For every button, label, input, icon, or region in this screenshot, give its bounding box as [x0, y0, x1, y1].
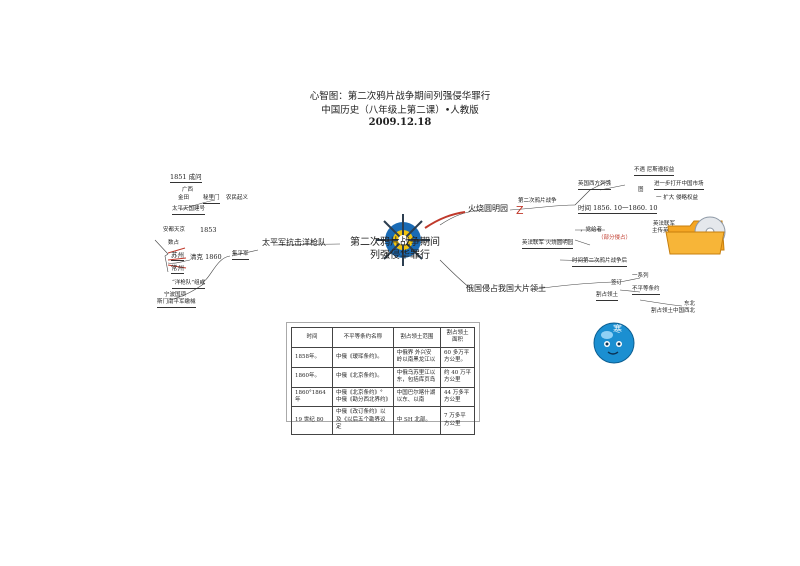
- node-occupy: 数占: [168, 240, 180, 246]
- table-cell: 中 SH 北部。: [392, 406, 441, 435]
- node-guangxi: 广西: [182, 187, 194, 193]
- table-cell: 7 万多平方公里: [439, 406, 476, 435]
- node-1853: 1853: [200, 226, 217, 234]
- branch-yuanmingyuan: 火烧圆明园: [468, 204, 508, 213]
- node-partial: （部分侵占）: [598, 235, 632, 241]
- node-northwest: 割占领土中国西北: [651, 308, 696, 314]
- node-burn-yuanmingyuan: 英法联军 火烧圆明园: [522, 240, 574, 249]
- node-uprising: 农民起义: [226, 195, 249, 201]
- table-cell: 1860年。: [291, 366, 333, 388]
- table-cell: 中俄乌苏里江以东，包括库页岛: [392, 366, 441, 388]
- node-suzhou: 苏州: [171, 251, 184, 261]
- node-mili: 秘里门: [203, 195, 220, 204]
- table-cell: 中俄界 外兴安岭以南黑龙江以: [392, 346, 441, 368]
- table-cell: 44 万多平方公里: [439, 386, 476, 408]
- compass-globe-icon: [376, 214, 430, 266]
- node-yangqiangdui: “洋枪队”组成: [172, 280, 206, 289]
- table-row: 19 世纪 80 中俄《改订条约》以及《以后五个勘界议定 中 SH 北部。 7 …: [291, 406, 476, 435]
- table-row: 1860年。 中俄《北京条约》。 中俄乌苏里江以东，包括库页岛 约 40 万平方…: [291, 366, 476, 388]
- table-header: 不平等条约名称: [331, 327, 394, 348]
- node-looters: ，党给者: [580, 227, 603, 233]
- folder-cd-icon: [665, 216, 726, 255]
- node-taiping-founded: 太平天国建号: [172, 206, 206, 215]
- header-subtitle: 中国历史（八年级上第二课）•人教版: [321, 105, 479, 116]
- node-disarm: 斯门南平军缴械: [157, 299, 196, 308]
- node-jintian: 金田: [178, 195, 190, 201]
- svg-text:寒: 寒: [613, 323, 622, 335]
- node-anglo-french: 英法联军: [653, 221, 676, 227]
- node-second-opium-war: 第二次鸦片战争: [518, 198, 557, 204]
- table-cell: 60 多万平方公里。: [439, 346, 476, 368]
- table-cell: 1858年。: [291, 346, 333, 368]
- node-series: 一系列: [632, 273, 649, 279]
- node-cede-territory: 割占领土: [596, 292, 619, 301]
- branch-taiping: 太平军抗击洋枪队: [262, 238, 326, 247]
- node-expand-rights: 一 扩大 侵略权益: [656, 195, 698, 201]
- treaty-table: 时间 不平等条约名称 割占领土范围 割占领土面积 1858年。 中俄《瑷珲条约》…: [291, 327, 476, 435]
- table-cell: 1860°1864 年: [291, 386, 333, 408]
- center-title-b: 列强侵华罪行: [370, 250, 430, 261]
- table-header-row: 时间 不平等条约名称 割占领土范围 割占领土面积: [291, 327, 476, 348]
- table-header: 割占领土面积: [439, 327, 476, 348]
- center-title-a: 第二次鸦片战争期间: [350, 237, 440, 248]
- red-z-mark-icon: Z: [516, 204, 524, 217]
- node-not-met: 不遇 尼斯遵权益: [634, 167, 675, 176]
- node-tu: 图: [638, 187, 644, 193]
- node-1860: 清克 1860: [190, 253, 222, 261]
- node-changzhou: 常州: [171, 264, 184, 274]
- node-jipingjun: 集平军: [232, 251, 249, 260]
- node-open-market: 进一步打开中国市场: [654, 181, 704, 190]
- node-western-powers: 英国西方列强: [578, 181, 612, 190]
- node-war-time: 时间 1856. 10一1860. 10: [578, 204, 658, 214]
- node-unequal-treaties: 不平等条约: [632, 286, 660, 295]
- node-tianjing: 安都天京: [163, 227, 186, 233]
- header-date: 2009.12.18: [368, 117, 432, 128]
- header-title: 心智图：第二次鸦片战争期间列强侵华罪行: [309, 91, 491, 102]
- table-row: 1858年。 中俄《瑷珲条约》。 中俄界 外兴安岭以南黑龙江以 60 多万平方公…: [291, 346, 476, 368]
- node-1851: 1851 成问: [170, 173, 202, 183]
- node-after-war: 时间第二次鸦片战争后: [572, 258, 628, 267]
- table-cell: 中国巴尔喀什湖以东、以南: [392, 386, 441, 408]
- table-cell: 19 世纪 80: [291, 406, 333, 435]
- blue-ball-mascot-icon: 寒: [593, 322, 635, 364]
- branch-russia: 俄国侵占我国大片领土: [466, 284, 546, 293]
- table-cell: 中俄《改订条约》以及《以后五个勘界议定: [331, 406, 394, 435]
- table-cell: 中俄《北京条约》° 中俄《勘分西北界约》: [331, 386, 394, 408]
- table-header: 时间: [291, 327, 333, 348]
- node-ningbo: 宁波国项: [164, 292, 187, 298]
- table-row: 1860°1864 年 中俄《北京条约》° 中俄《勘分西北界约》 中国巴尔喀什湖…: [291, 386, 476, 408]
- table-cell: 约 40 万平方公里: [439, 366, 476, 388]
- node-signed: 签订: [611, 280, 623, 286]
- table-cell: 中俄《北京条约》。: [331, 366, 394, 388]
- table-header: 割占领土范围: [392, 327, 441, 348]
- table-cell: 中俄《瑷珲条约》。: [331, 346, 394, 368]
- node-northeast: 东北: [684, 301, 696, 307]
